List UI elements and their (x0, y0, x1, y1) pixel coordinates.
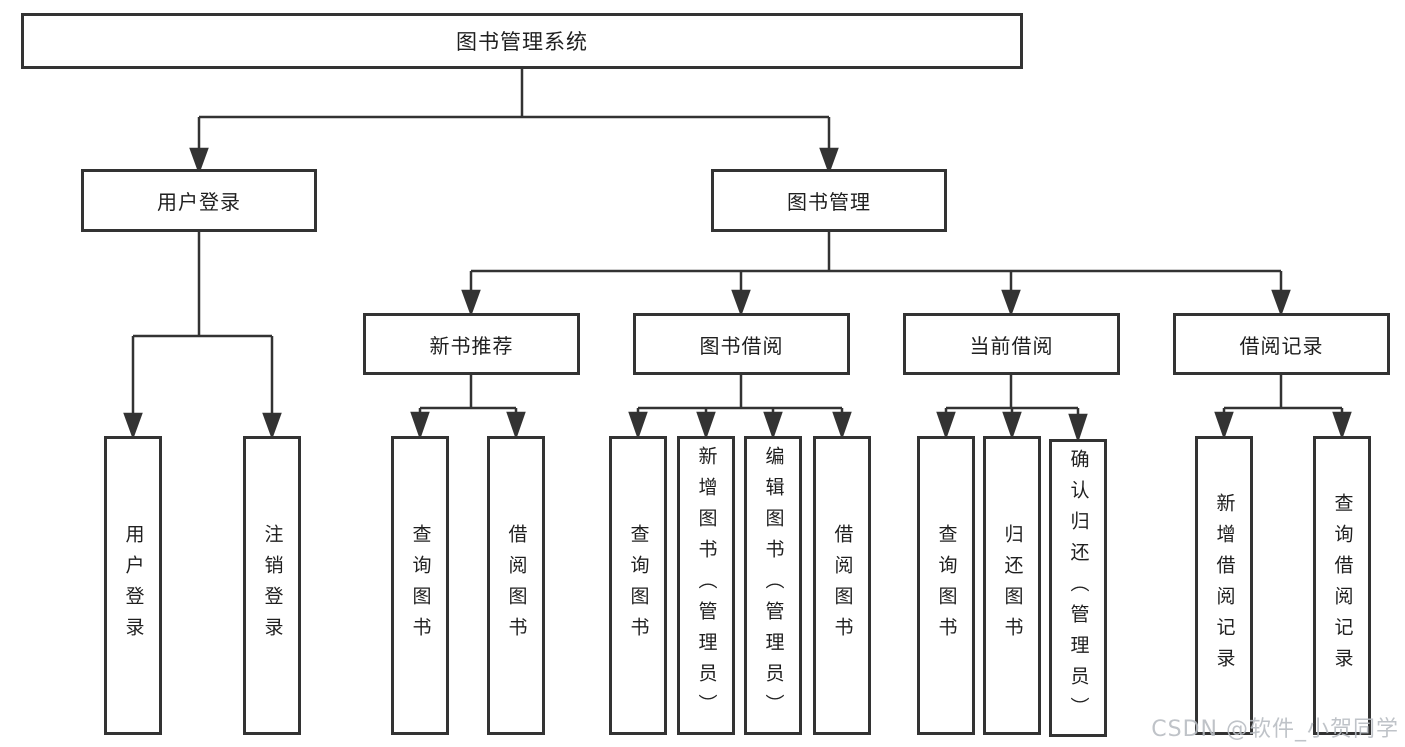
arrowhead-icon (1002, 411, 1022, 440)
connector-book-management-to-sections (461, 232, 1291, 317)
arrowhead-icon (832, 411, 852, 440)
arrowhead-icon (696, 411, 716, 440)
connector-recommend-to-leaves (410, 375, 526, 440)
arrowhead-icon (262, 412, 282, 440)
arrowhead-icon (819, 147, 839, 175)
node-section-records: 借阅记录 (1173, 313, 1390, 375)
arrowhead-icon (189, 147, 209, 175)
connector-records-to-leaves (1214, 375, 1352, 440)
arrowhead-icon (123, 412, 143, 440)
leaf-records-add-record: 新增借阅记录 (1195, 436, 1253, 735)
csdn-watermark: CSDN @软件_小贺同学 (1151, 717, 1399, 742)
connector-user-login-to-leaves (123, 232, 282, 440)
connector-current-to-leaves (936, 375, 1088, 443)
arrowhead-icon (628, 411, 648, 440)
node-section-borrow: 图书借阅 (633, 313, 850, 375)
leaf-current-confirm-return-admin: 确认归还（管理员） (1049, 439, 1107, 737)
connector-borrow-to-leaves (628, 375, 852, 440)
leaf-recommend-borrow-books: 借阅图书 (487, 436, 545, 735)
arrowhead-icon (731, 289, 751, 317)
leaf-current-return-books: 归还图书 (983, 436, 1041, 735)
leaf-borrow-add-books-admin: 新增图书（管理员） (677, 436, 735, 735)
node-section-recommend: 新书推荐 (363, 313, 580, 375)
arrowhead-icon (506, 411, 526, 440)
arrowhead-icon (1214, 411, 1234, 440)
node-root: 图书管理系统 (21, 13, 1023, 69)
arrowhead-icon (1068, 413, 1088, 443)
arrowhead-icon (1332, 411, 1352, 440)
leaf-logout: 注销登录 (243, 436, 301, 735)
leaf-recommend-query-books: 查询图书 (391, 436, 449, 735)
leaf-records-query-record: 查询借阅记录 (1313, 436, 1371, 735)
arrowhead-icon (763, 411, 783, 440)
node-user-login: 用户登录 (81, 169, 317, 232)
node-book-management: 图书管理 (711, 169, 947, 232)
arrowhead-icon (410, 411, 430, 440)
leaf-current-query-books: 查询图书 (917, 436, 975, 735)
leaf-borrow-borrow-books: 借阅图书 (813, 436, 871, 735)
arrowhead-icon (1001, 289, 1021, 317)
node-section-current: 当前借阅 (903, 313, 1120, 375)
arrowhead-icon (461, 289, 481, 317)
leaf-borrow-edit-books-admin: 编辑图书（管理员） (744, 436, 802, 735)
arrowhead-icon (936, 411, 956, 440)
connector-root-to-level2 (189, 69, 839, 175)
leaf-user-login: 用户登录 (104, 436, 162, 735)
arrowhead-icon (1271, 289, 1291, 317)
leaf-borrow-query-books: 查询图书 (609, 436, 667, 735)
